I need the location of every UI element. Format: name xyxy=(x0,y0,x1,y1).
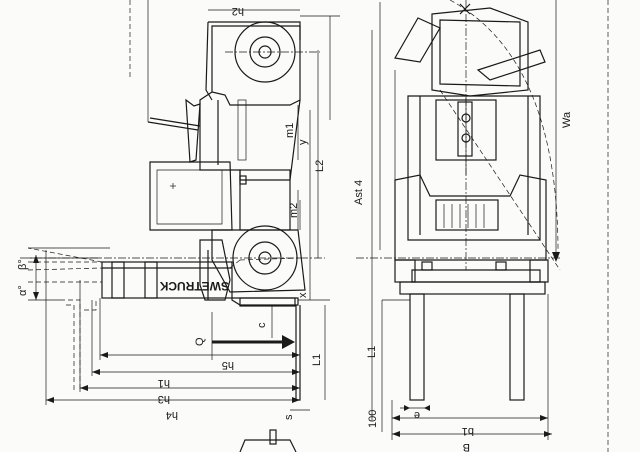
dim-s: s xyxy=(283,414,295,420)
dim-h1: h1 xyxy=(158,377,170,389)
alpha-label: α° xyxy=(17,285,29,296)
fork-right xyxy=(509,293,525,401)
radiator-grille xyxy=(435,199,499,231)
front-view: Wa Ast 4 L1 e 100 b1 B xyxy=(353,0,573,452)
dim-m2: m2 xyxy=(288,203,300,218)
dim-h2: h2 xyxy=(232,5,244,17)
dim-Ast4: Ast 4 xyxy=(353,180,365,205)
beta-label: β° xyxy=(17,259,29,270)
dim-B: B xyxy=(463,441,470,452)
dim-Wa: Wa xyxy=(561,111,573,128)
dim-h3: h3 xyxy=(158,393,170,405)
counterweight xyxy=(211,25,301,106)
dim-m1: m1 xyxy=(284,123,296,138)
dim-c: c xyxy=(256,322,268,328)
dim-L2: L2 xyxy=(314,160,326,172)
dim-L1-side: L1 xyxy=(311,354,323,366)
dim-y: y xyxy=(297,139,309,145)
dim-b1: b1 xyxy=(462,425,474,437)
guard-left xyxy=(394,17,441,63)
mast xyxy=(407,95,541,241)
side-view: SWETRUCK β° α° h2 y xyxy=(17,0,340,452)
overhead-guard xyxy=(431,7,529,97)
fork-base xyxy=(231,297,299,306)
fork-left xyxy=(409,293,425,401)
fork-carriage-front xyxy=(399,281,546,295)
cab xyxy=(149,161,233,231)
dim-L1-front: L1 xyxy=(366,346,378,358)
dim-x: x xyxy=(297,292,309,298)
dim-Q: Q xyxy=(194,337,206,346)
guard-right xyxy=(476,49,546,81)
dim-h4: h4 xyxy=(166,409,178,421)
dim-100: 100 xyxy=(367,410,379,428)
dim-e: e xyxy=(414,409,420,421)
brand-label: SWETRUCK xyxy=(159,279,229,293)
fork-carriage xyxy=(101,261,233,299)
dim-h5: h5 xyxy=(222,359,234,371)
